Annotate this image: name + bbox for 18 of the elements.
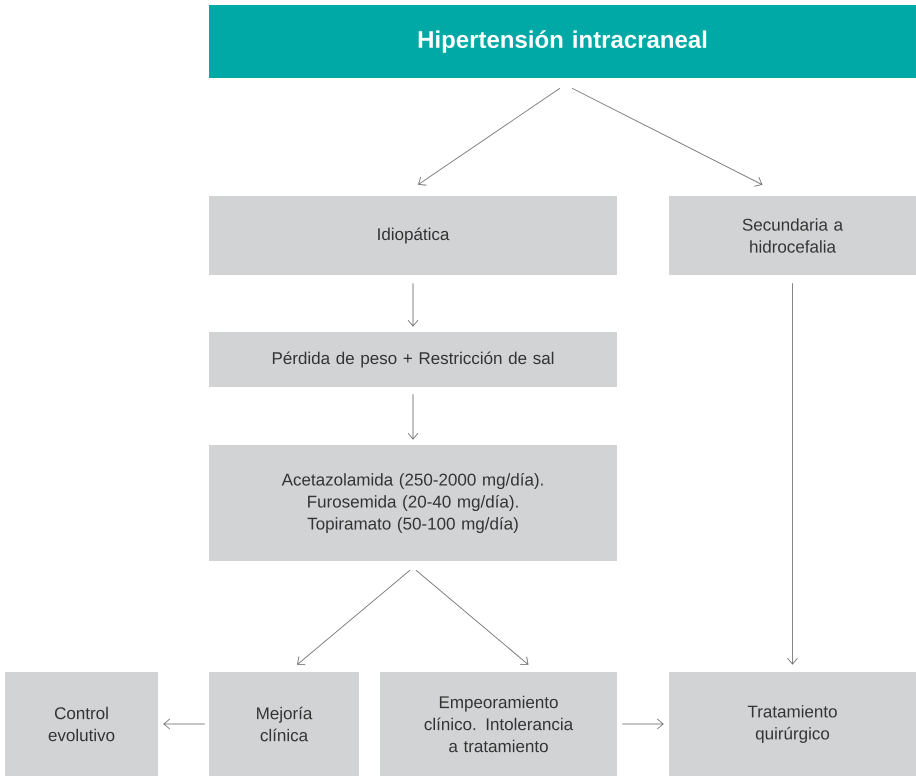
process-box: Control evolutivo [5, 672, 158, 776]
arrow [163, 718, 206, 730]
process-box: Acetazolamida (250-2000 mg/día). Furosemida (20-40 mg/día). Topiramato (50-100 mg/día) [209, 445, 617, 561]
arrow [622, 718, 664, 730]
process-box: Idiopática [209, 196, 617, 275]
process-box: Empeoramiento clínico. Intolerancia a tratamiento [380, 672, 617, 776]
arrow [787, 282, 798, 665]
arrow [408, 282, 418, 327]
process-box: Tratamiento quirúrgico [669, 672, 916, 776]
arrow [297, 570, 410, 665]
process-box: Pérdida de peso + Restricción de sal [209, 332, 617, 387]
arrow [408, 394, 418, 440]
process-box: Mejoría clínica [209, 672, 359, 776]
arrow [572, 88, 762, 187]
arrow [418, 88, 560, 186]
arrow [416, 570, 528, 665]
process-box: Secundaria a hidrocefalia [669, 196, 916, 275]
title-banner: Hipertensión intracraneal [209, 5, 916, 78]
